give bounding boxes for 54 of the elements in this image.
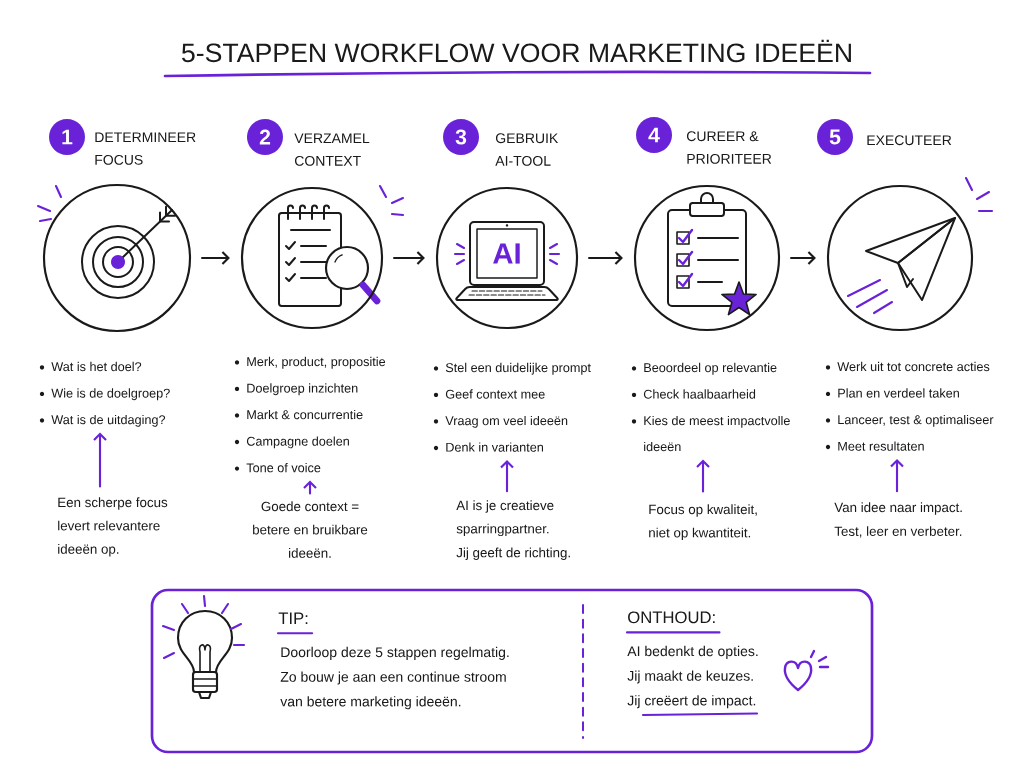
step-heading: CUREER & PRIORITEER — [687, 131, 772, 164]
list-item: Markt & concurrentie — [247, 409, 363, 420]
list-item: Wie is de doelgroep? — [51, 388, 170, 401]
list-item: Wat is het doel? — [51, 361, 142, 372]
list-item: Check haalbaarheid — [643, 389, 756, 399]
list-item: Denk in varianten — [446, 442, 543, 452]
panel-text: AI bedenkt de opties. Jij maakt de keuzes. Jij creëert de impact. — [627, 645, 758, 709]
list-item: Wat is de uitdaging? — [51, 414, 166, 427]
step-heading: EXECUTEER — [867, 135, 952, 146]
list-item: Plan en verdeel taken — [838, 388, 959, 398]
list-item: Tone of voice — [246, 462, 321, 473]
list-item: Doelgroep inzichten — [247, 383, 358, 396]
step-circle — [240, 186, 384, 330]
panel-heading: TIP: — [278, 612, 308, 624]
arrow — [790, 251, 816, 265]
arrow — [93, 432, 107, 488]
list-item: Campagne doelen — [246, 436, 349, 449]
panel-heading: ONTHOUD: — [628, 611, 715, 624]
note-text: AI is je creatieve sparringpartner. — [456, 500, 554, 537]
list-item: Stel een duidelijke prompt — [445, 362, 591, 375]
arrow — [500, 459, 514, 493]
arrow — [890, 458, 904, 493]
note-text: Goede context = betere en bruikbare ideeën. — [253, 501, 368, 558]
note-text: Van idee naar impact. — [834, 502, 962, 515]
list-item: Beoordeel op relevantie — [644, 362, 777, 375]
note-text: Jij geeft de richting. — [456, 547, 570, 560]
step-heading: VERZAMEL CONTEXT — [294, 133, 370, 166]
list-item: Kies de meest impactvolle ideeën — [644, 415, 790, 452]
number-badge: 1 — [49, 119, 85, 155]
step-circle — [42, 183, 192, 333]
number-badge: 4 — [636, 117, 672, 153]
number-badge: 5 — [817, 119, 853, 155]
arrow — [696, 459, 710, 493]
screen-text: AI — [493, 243, 520, 264]
step-heading: DETERMINEER FOCUS — [95, 132, 196, 165]
number-badge: 2 — [247, 119, 283, 155]
list-item: Merk, product, propositie — [247, 356, 386, 369]
note-text: Focus op kwaliteit, niet op kwantiteit. — [649, 504, 757, 541]
arrow — [393, 251, 425, 265]
note-text: Test, leer en verbeter. — [834, 526, 962, 538]
step-circle — [826, 184, 974, 332]
step-heading: GEBRUIK AI-TOOL — [495, 133, 559, 166]
step-circle — [633, 184, 781, 332]
arrow — [201, 251, 230, 265]
number-badge: 3 — [443, 119, 479, 155]
list-item: Geef context mee — [445, 389, 545, 399]
list-item: Vraag om veel ideeën — [445, 415, 568, 428]
list-item: Meet resultaten — [838, 441, 924, 451]
note-text: Een scherpe focus levert relevantere ideeën op. — [58, 497, 168, 557]
title: 5-STAPPEN WORKFLOW VOOR MARKETING IDEEËN — [182, 39, 851, 63]
arrow — [588, 251, 623, 265]
list-item: Lanceer, test & optimaliseer — [838, 414, 994, 427]
panel-text: Doorloop deze 5 stappen regelmatig. Zo bouw je aan een continue stroom van betere marketing ideeën. — [280, 646, 509, 710]
list-item: Werk uit tot concrete acties — [837, 361, 990, 372]
